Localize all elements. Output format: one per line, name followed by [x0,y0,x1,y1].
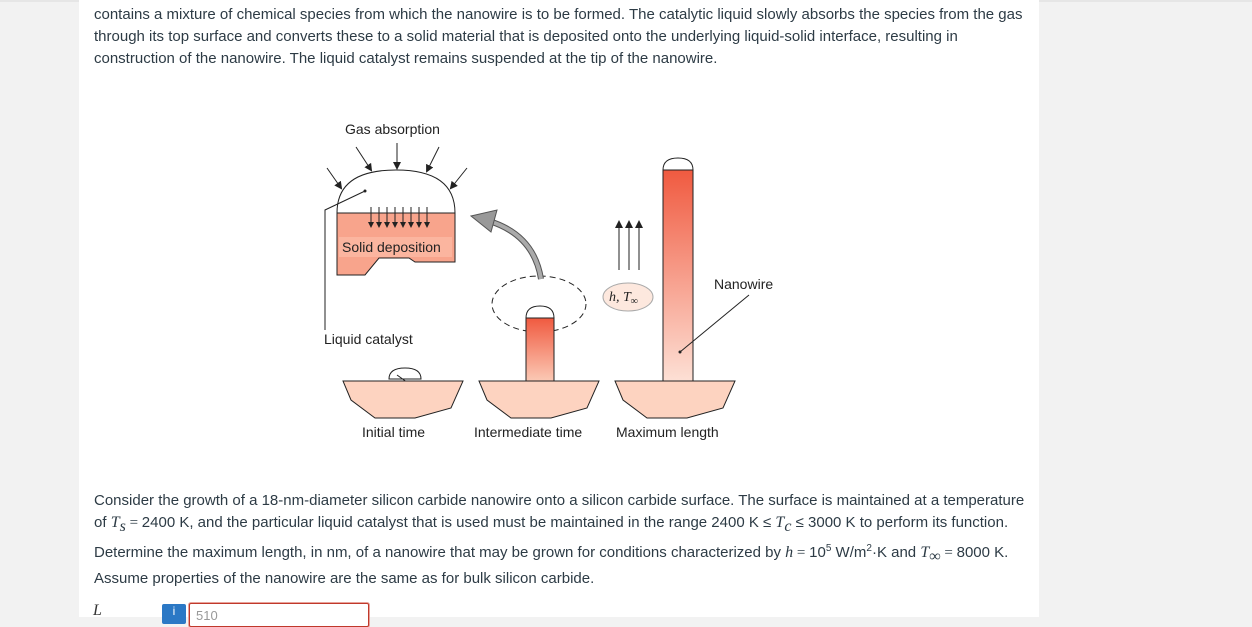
h-label-cloud [602,282,654,312]
answer-row: L i [79,600,679,627]
substrate-maximum [614,157,750,419]
convection-arrows [615,220,643,270]
intermediate-time-label: Intermediate time [474,424,582,440]
nanowire-growth-figure: Gas absorption [324,121,773,440]
catalyst-droplet-zoom: Solid deposition [324,169,456,330]
maximum-length-label: Maximum length [616,424,719,440]
answer-input[interactable] [189,603,369,627]
initial-time-label: Initial time [362,424,425,440]
h-Tinf-label: h, T∞ [609,290,638,307]
problem-intro: contains a mixture of chemical species f… [94,6,1023,67]
content-page: contains a mixture of chemical species f… [79,0,1039,627]
gas-arrows [326,143,468,190]
nanowire-label: Nanowire [714,276,773,292]
gas-absorption-label: Gas absorption [345,121,440,137]
problem-question: Consider the growth of a 18-nm-diameter … [94,492,1025,587]
liquid-catalyst-label: Liquid catalyst [324,331,413,347]
answer-label: L [93,602,102,619]
info-icon[interactable]: i [162,604,186,624]
substrate-initial [342,367,464,419]
solid-deposition-label: Solid deposition [342,239,441,255]
substrate-intermediate [469,209,600,419]
